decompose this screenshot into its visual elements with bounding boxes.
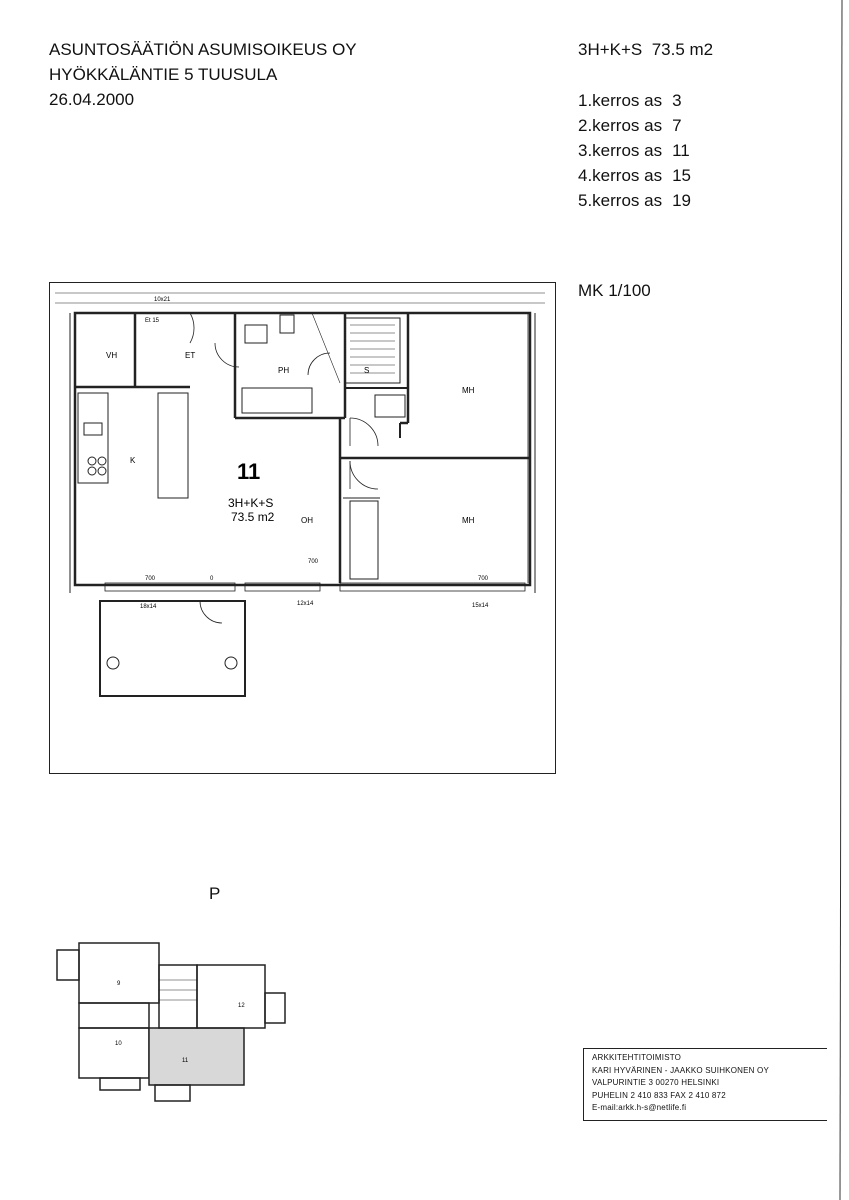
floor-plan-drawing: VH ET PH S K OH MH MH 11 3H+K+S 73.5 m2 … <box>55 292 545 697</box>
room-label-mh1: MH <box>462 386 475 395</box>
keyplan-unit-label: 9 <box>117 981 121 987</box>
plan-area: 73.5 m2 <box>231 510 275 524</box>
stamp-line: PUHELIN 2 410 833 FAX 2 410 872 <box>592 1090 726 1100</box>
stamp-line: E-mail:arkk.h-s@netlife.fi <box>592 1103 687 1112</box>
plan-type: 3H+K+S <box>228 496 273 510</box>
room-label-k: K <box>130 456 136 465</box>
floor-plan: VH ET PH S K OH MH MH 11 3H+K+S 73.5 m2 … <box>49 282 556 774</box>
keyplan-unit-label: 12 <box>238 1003 245 1009</box>
stamp-line: KARI HYVÄRINEN - JAAKKO SUIHKONEN OY <box>592 1065 770 1075</box>
north-label: P <box>209 884 221 903</box>
window-size-label: Et 15 <box>145 318 160 324</box>
window-size-label: 12x14 <box>297 601 314 607</box>
project-address: HYÖKKÄLÄNTIE 5 TUUSULA <box>49 65 278 84</box>
apartment-type: 3H+K+S 73.5 m2 <box>578 37 713 62</box>
apartment-number: 11 <box>237 459 260 484</box>
room-label-oh: OH <box>301 516 313 525</box>
window-size-label: 15x14 <box>472 603 489 609</box>
stamp-line: ARKKITEHTITOIMISTO <box>592 1053 682 1062</box>
dimension-label: 700 <box>145 576 156 582</box>
key-plan: 9 10 11 12 <box>55 935 290 1110</box>
stamp-line: VALPURINTIE 3 00270 HELSINKI <box>592 1078 720 1087</box>
apartment-type-label: 3H+K+S 73.5 m2 <box>578 40 714 59</box>
scale-label: MK 1/100 <box>578 281 651 300</box>
project-header: ASUNTOSÄÄTIÖN ASUMISOIKEUS OY HYÖKKÄLÄNT… <box>49 37 357 112</box>
key-plan-drawing: 9 10 11 12 <box>56 942 286 1102</box>
scan-edge <box>839 0 843 1200</box>
company-name: ASUNTOSÄÄTIÖN ASUMISOIKEUS OY <box>49 40 357 59</box>
dimension-label: 0 <box>210 576 214 582</box>
dimension-label: 700 <box>478 576 489 582</box>
window-size-label: 18x14 <box>140 604 157 610</box>
room-label-mh2: MH <box>462 516 475 525</box>
architect-stamp: ARKKITEHTITOIMISTO KARI HYVÄRINEN - JAAK… <box>583 1048 827 1121</box>
keyplan-unit-label: 10 <box>115 1041 122 1047</box>
room-label-et: ET <box>185 351 195 360</box>
dimension-label: 700 <box>308 559 319 565</box>
room-label-vh: VH <box>106 351 117 360</box>
keyplan-unit-label: 11 <box>182 1058 189 1064</box>
room-label-ph: PH <box>278 366 289 375</box>
document-date: 26.04.2000 <box>49 90 135 109</box>
room-label-s: S <box>364 366 369 375</box>
window-size-label: 10x21 <box>154 297 171 303</box>
